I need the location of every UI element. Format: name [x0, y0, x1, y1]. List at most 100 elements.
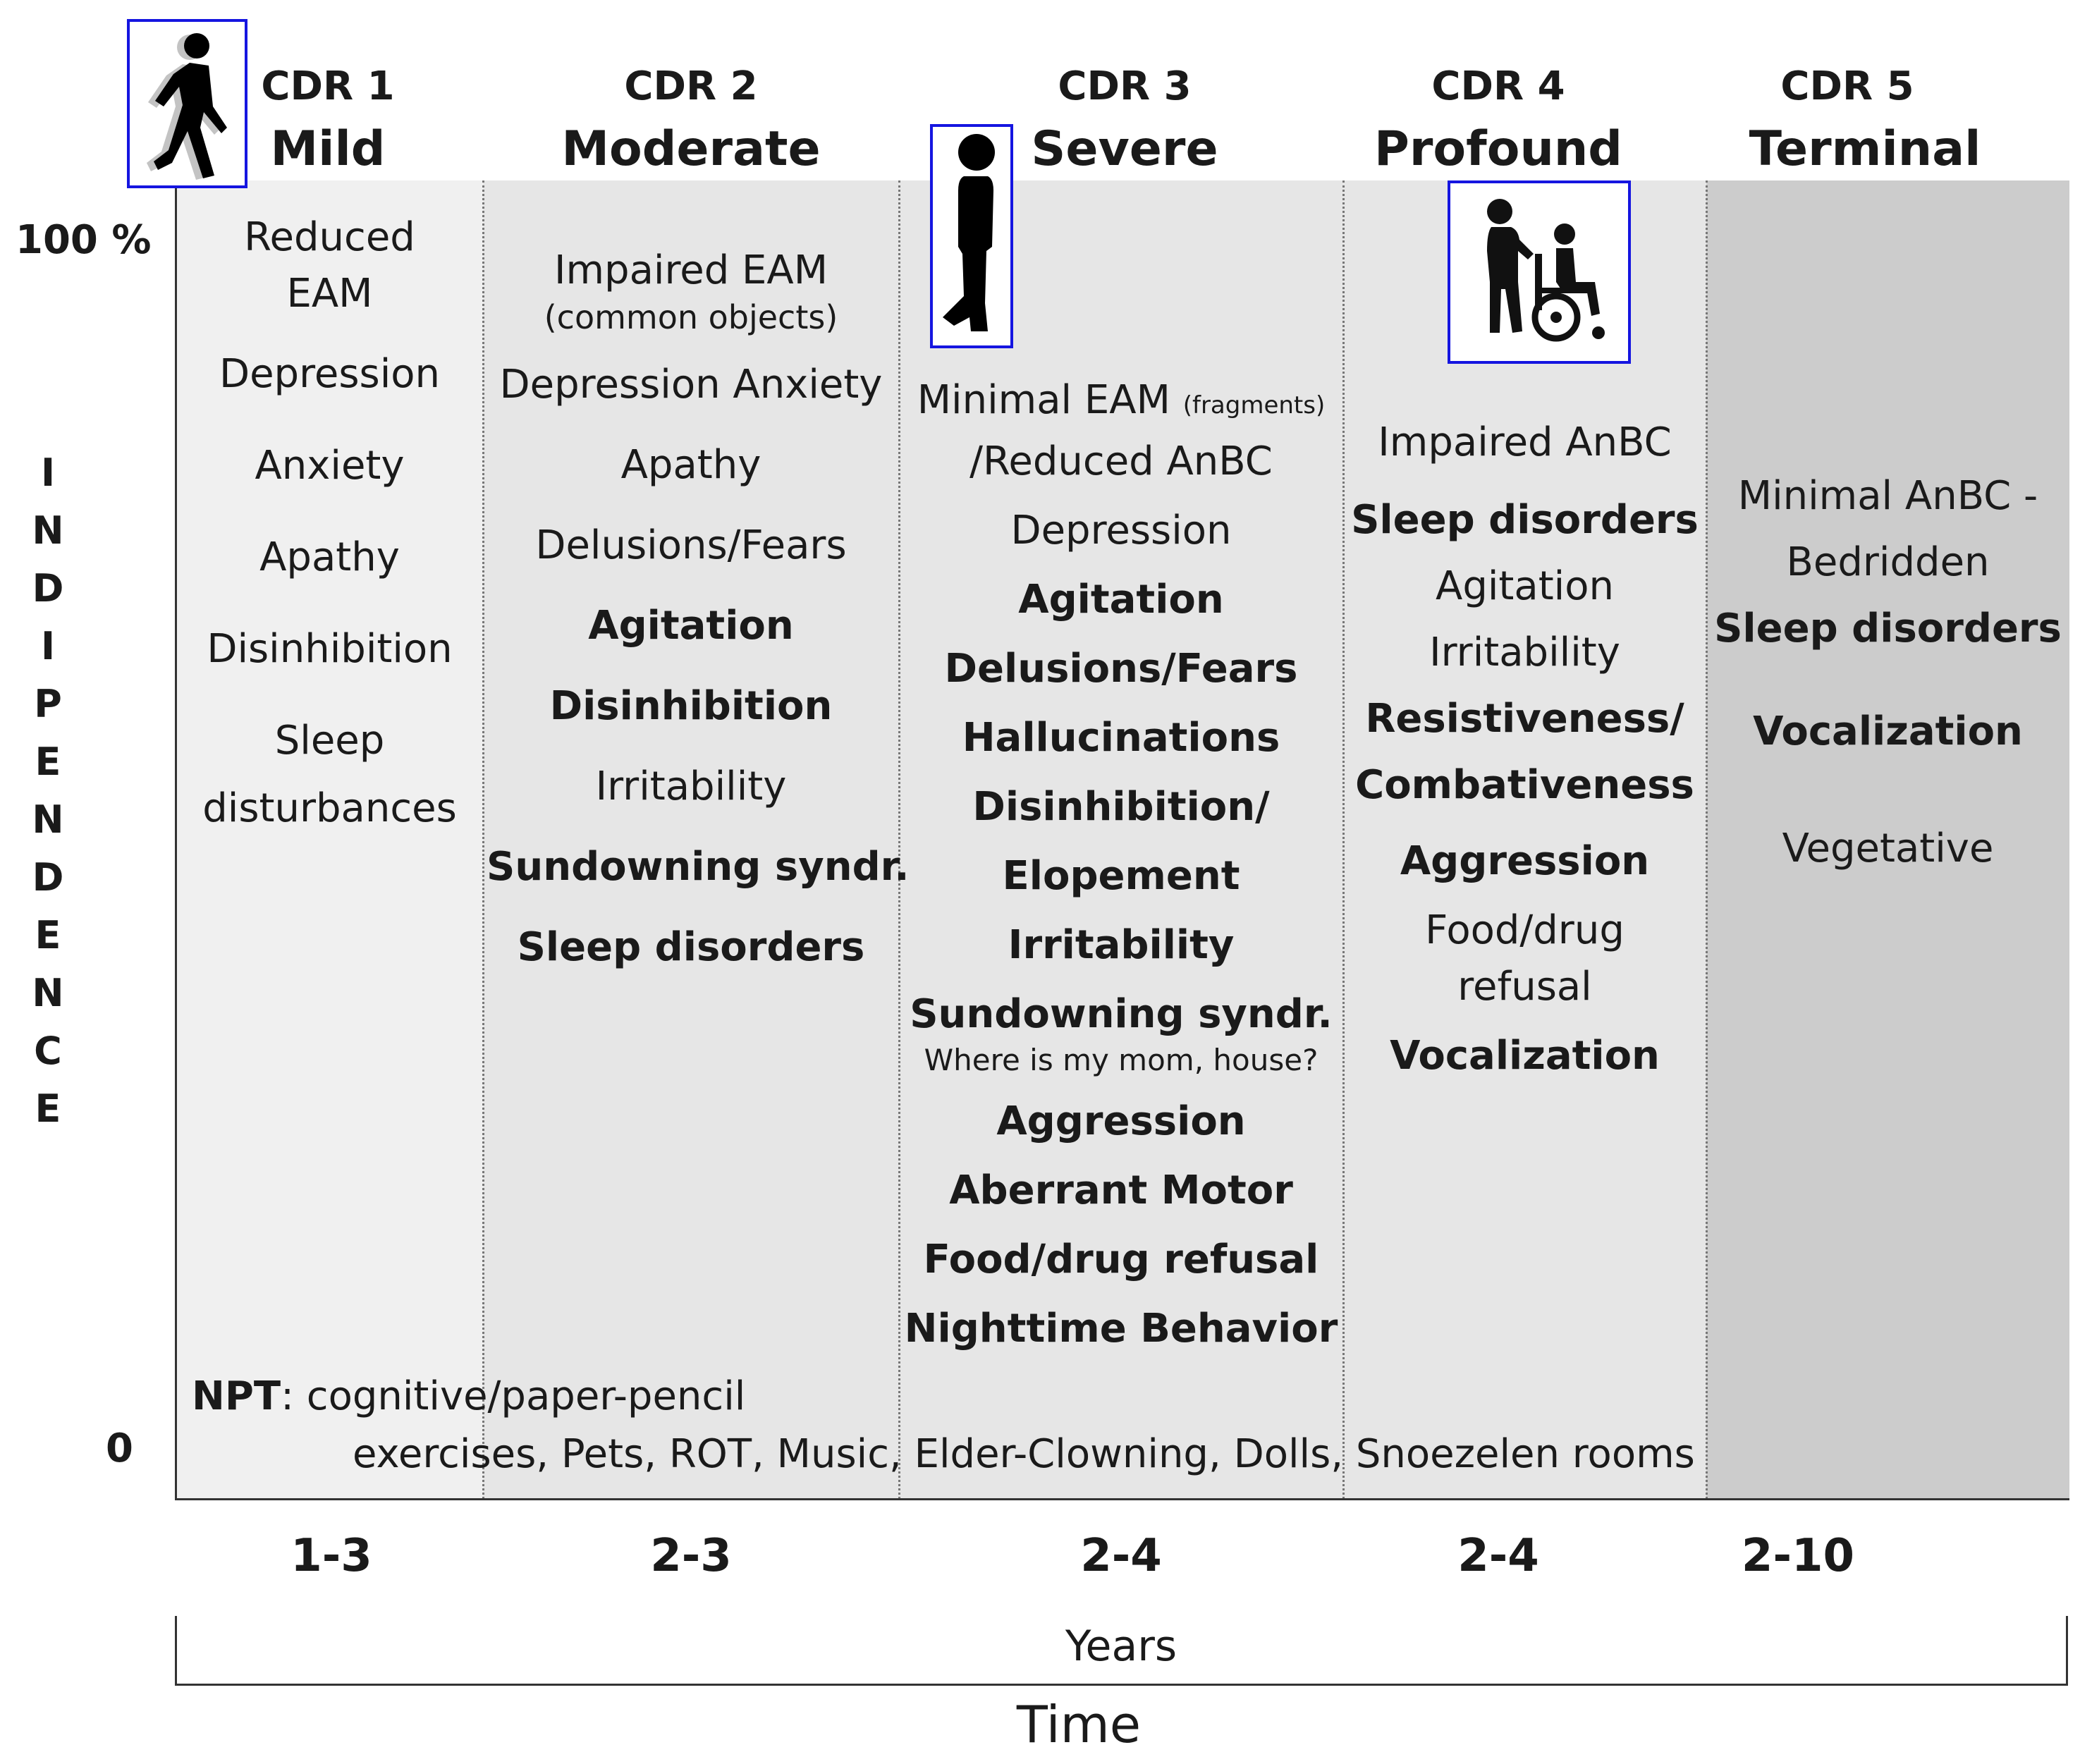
stage-5-background — [1706, 180, 2069, 1499]
stage-3-name: Severe — [1031, 121, 1218, 177]
symptom-item: Agitation — [1436, 563, 1614, 609]
stage-2-symptoms: Impaired EAM (common objects) Depression… — [487, 244, 910, 974]
symptom-item: Sundowning syndr. — [487, 844, 910, 890]
y-axis-letter: P — [34, 682, 62, 726]
y-axis-letter: N — [32, 508, 64, 553]
y-axis-title: I N D I P E N D E N C E — [27, 444, 69, 1138]
symptom-item: Vocalization — [1753, 709, 2023, 754]
y-axis-top-label: 100 % — [16, 217, 152, 263]
stage-3-background — [899, 180, 1343, 1499]
symptom-item: Sleep disorders — [517, 924, 865, 970]
stage-3-symptoms: Minimal EAM (fragments) /Reduced AnBC De… — [903, 372, 1340, 1357]
stage-1-background — [176, 180, 483, 1499]
symptom-item: Disinhibition/ — [972, 784, 1270, 830]
symptom-item: Resistiveness/ — [1365, 696, 1684, 742]
y-axis-letter: E — [35, 913, 61, 957]
years-label: Years — [1065, 1622, 1177, 1671]
symptom-item: Agitation — [588, 603, 794, 649]
stage-4-cdr: CDR 4 — [1431, 63, 1565, 109]
standing-person-icon — [930, 124, 1013, 348]
years-bracket-right — [2066, 1616, 2068, 1685]
symptom-item: Delusions/Fears — [944, 646, 1298, 692]
symptom-item: Food/drug refusal — [923, 1237, 1319, 1282]
symptom-item: Hallucinations — [962, 715, 1280, 761]
symptom-item: Delusions/Fears — [535, 522, 847, 568]
symptom-item: Elopement — [1002, 853, 1240, 899]
npt-text: : cognitive/paper-pencil — [281, 1373, 746, 1419]
x-axis-line — [175, 1498, 2069, 1500]
symptom-item: Aggression — [1400, 838, 1650, 884]
stage-5-duration: 2-10 — [1741, 1530, 1855, 1582]
years-bracket-bottom — [175, 1684, 2068, 1686]
stage-divider — [1342, 180, 1345, 1499]
symptom-item: Reduced — [244, 214, 415, 260]
symptom-item: Aggression — [996, 1098, 1246, 1144]
y-axis-letter: E — [35, 1086, 61, 1131]
y-axis-line — [175, 180, 177, 1500]
symptom-item: Depression — [1010, 508, 1232, 553]
symptom-item: Combativeness — [1355, 762, 1694, 808]
symptom-item: Sundowning syndr. — [910, 991, 1333, 1037]
stage-4-duration: 2-4 — [1457, 1530, 1539, 1582]
stage-1-symptoms: Reduced EAM Depression Anxiety Apathy Di… — [180, 209, 479, 838]
stage-2-name: Moderate — [561, 121, 821, 177]
y-axis-letter: C — [34, 1029, 62, 1073]
years-bracket-left — [175, 1616, 177, 1685]
symptom-item: (common objects) — [544, 298, 838, 336]
y-axis-letter: I — [40, 451, 56, 495]
symptom-item: Anxiety — [255, 443, 405, 489]
symptom-item: Sleep disorders — [1714, 606, 2062, 651]
stage-4-name: Profound — [1374, 121, 1622, 177]
symptom-item: Vegetative — [1782, 826, 1994, 871]
stage-divider — [1706, 180, 1708, 1499]
symptom-item-line: Minimal EAM (fragments) — [903, 372, 1340, 434]
stage-4-symptoms: Impaired AnBC Sleep disorders Agitation … — [1347, 415, 1703, 1084]
symptom-item: Impaired AnBC — [1378, 419, 1672, 465]
symptom-item: Aberrant Motor — [949, 1168, 1293, 1213]
stage-divider — [898, 180, 900, 1499]
stage-4-background — [1343, 180, 1706, 1499]
symptom-item: Food/drug — [1425, 907, 1625, 953]
npt-line-1: NPT: cognitive/paper-pencil — [192, 1373, 745, 1419]
symptom-item: Sleep disorders — [1351, 497, 1699, 543]
symptom-item: Minimal AnBC - — [1737, 473, 2038, 519]
symptom-item: disturbances — [202, 785, 457, 831]
symptom-item: Irritability — [1008, 922, 1235, 968]
y-axis-letter: N — [32, 797, 64, 842]
symptom-item: /Reduced AnBC — [969, 439, 1273, 484]
stage-1-cdr: CDR 1 — [261, 63, 395, 109]
symptom-item: Depression — [219, 351, 441, 397]
stage-2-background — [483, 180, 899, 1499]
symptom-item: Agitation — [1018, 577, 1224, 623]
npt-label: NPT — [192, 1373, 281, 1419]
symptom-item: Apathy — [259, 534, 400, 580]
y-axis-letter: E — [35, 740, 61, 784]
symptom-item: Impaired EAM — [553, 247, 828, 293]
stage-2-duration: 2-3 — [650, 1530, 732, 1582]
stage-5-symptoms: Minimal AnBC - Bedridden Sleep disorders… — [1710, 468, 2066, 877]
stage-5-name: Terminal — [1749, 121, 1981, 177]
symptom-item: Where is my mom, house? — [924, 1043, 1319, 1077]
stage-3-duration: 2-4 — [1080, 1530, 1162, 1582]
symptom-item: Depression Anxiety — [499, 362, 883, 408]
symptom-item: Irritability — [595, 764, 787, 809]
npt-line-2: exercises, Pets, ROT, Music, Elder-Clown… — [353, 1431, 1695, 1477]
stage-3-cdr: CDR 3 — [1058, 63, 1192, 109]
symptom-item: Sleep — [274, 718, 385, 764]
symptom-item: Apathy — [620, 442, 761, 488]
stage-2-cdr: CDR 2 — [624, 63, 758, 109]
walking-person-icon — [127, 19, 247, 188]
wheelchair-caregiver-icon — [1448, 180, 1631, 364]
symptom-item: Vocalization — [1390, 1033, 1660, 1079]
symptom-item: Nighttime Behavior — [904, 1306, 1338, 1352]
y-axis-letter: N — [32, 971, 64, 1015]
stage-1-duration: 1-3 — [290, 1530, 372, 1582]
symptom-item: Minimal EAM — [917, 377, 1170, 423]
y-axis-letter: D — [32, 855, 64, 900]
stage-divider — [482, 180, 484, 1499]
symptom-item: Irritability — [1429, 630, 1620, 675]
symptom-item: Disinhibition — [207, 626, 453, 672]
symptom-item: (fragments) — [1182, 391, 1326, 419]
y-axis-letter: D — [32, 566, 64, 611]
x-axis-title: Time — [1016, 1695, 1142, 1754]
